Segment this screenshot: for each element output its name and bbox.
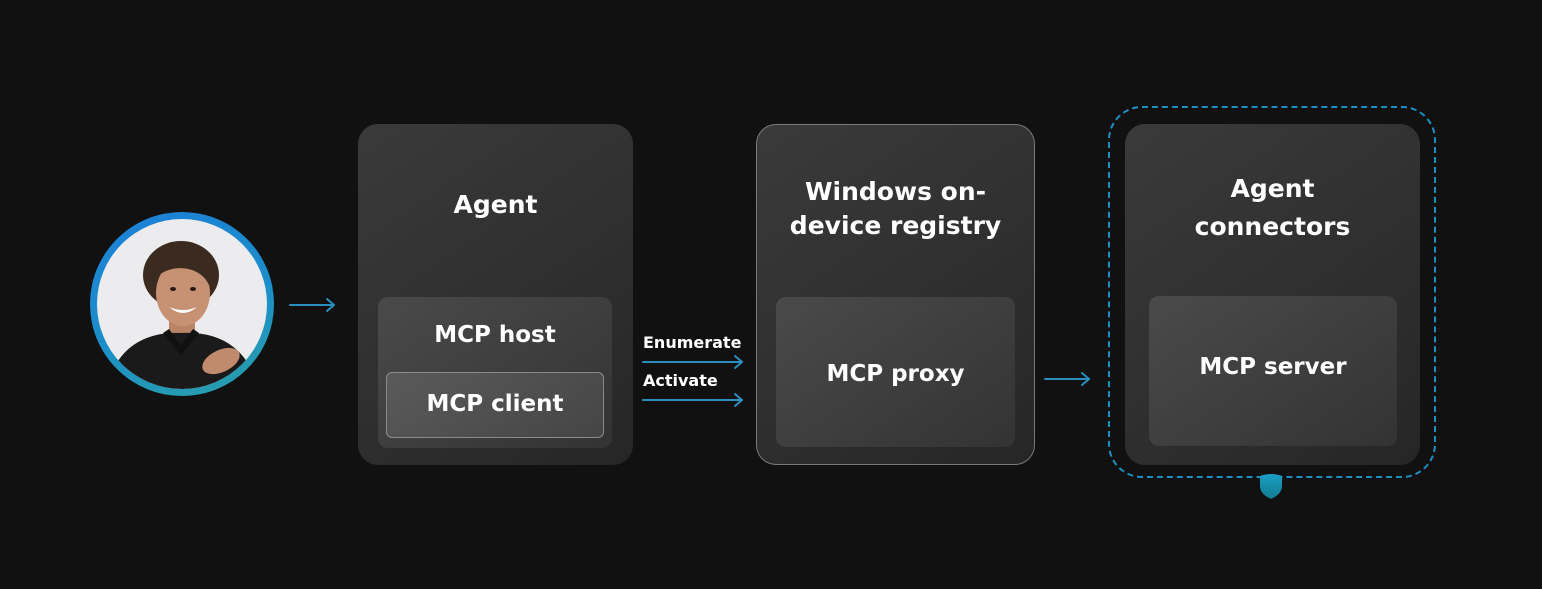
arrow-registry-to-connectors: [1044, 372, 1090, 386]
mcp-proxy-label: MCP proxy: [826, 361, 965, 387]
mcp-server-box: [1149, 296, 1397, 446]
mcp-client-label: MCP client: [426, 391, 564, 417]
mcp-client-box: [386, 372, 604, 438]
agent-title: Agent: [453, 190, 538, 219]
mcp-host-label: MCP host: [434, 322, 556, 348]
arrow-enumerate: [642, 355, 743, 369]
mcp-proxy-box: [776, 297, 1015, 447]
registry-title-line1: Windows on-: [804, 177, 987, 206]
enumerate-label: Enumerate: [643, 333, 742, 352]
activate-label: Activate: [643, 371, 718, 390]
connectors-title-line2: connectors: [1194, 212, 1351, 241]
arrow-activate: [642, 393, 743, 407]
user-avatar: [97, 219, 267, 389]
person-avatar-icon: [107, 241, 259, 389]
registry-title-line2: device registry: [789, 211, 1002, 240]
shield-icon: [1260, 474, 1282, 499]
arrow-user-to-agent: [289, 298, 335, 312]
mcp-server-label: MCP server: [1199, 354, 1347, 380]
connectors-title-line1: Agent: [1230, 174, 1315, 203]
